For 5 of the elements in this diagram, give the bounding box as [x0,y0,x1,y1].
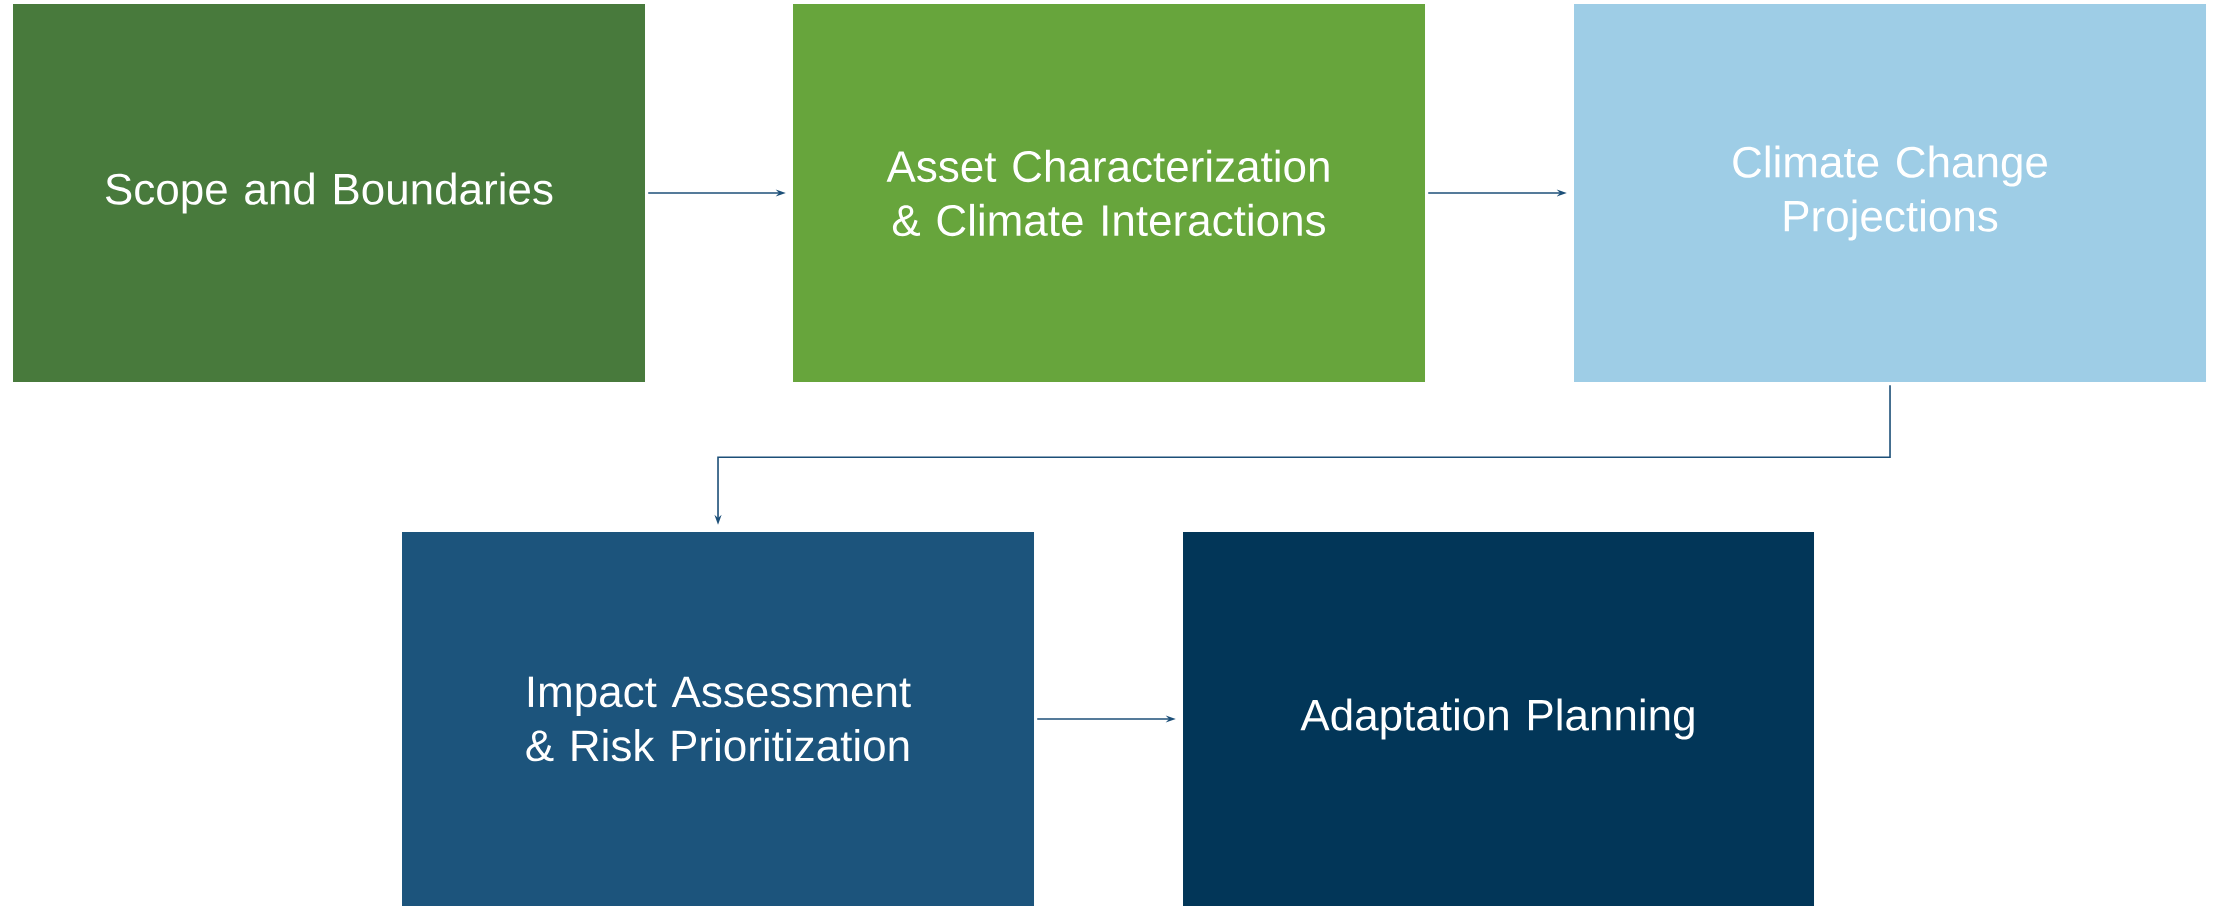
process-box: Climate Change Projections [1574,4,2206,382]
process-box: Scope and Boundaries [13,4,645,382]
process-box: Asset Characterization & Climate Interactions [793,4,1425,382]
process-box: Impact Assessment & Risk Prioritization [402,532,1034,906]
process-box: Adaptation Planning [1183,532,1814,906]
